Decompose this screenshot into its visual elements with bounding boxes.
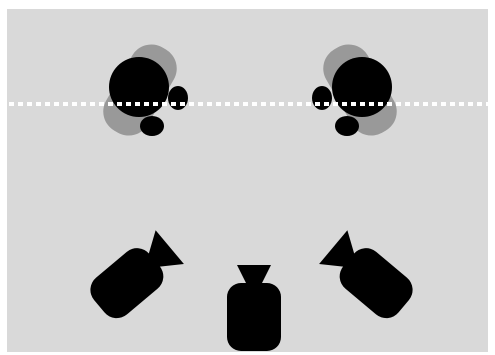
top-right-bottom-petal — [335, 116, 359, 136]
top-right-head — [332, 57, 392, 117]
bottom-center-camera-body — [227, 283, 281, 351]
top-left-head — [109, 57, 169, 117]
top-left-bottom-petal — [140, 116, 164, 136]
top-left-right-ear — [168, 86, 188, 110]
top-right-left-ear — [312, 86, 332, 110]
